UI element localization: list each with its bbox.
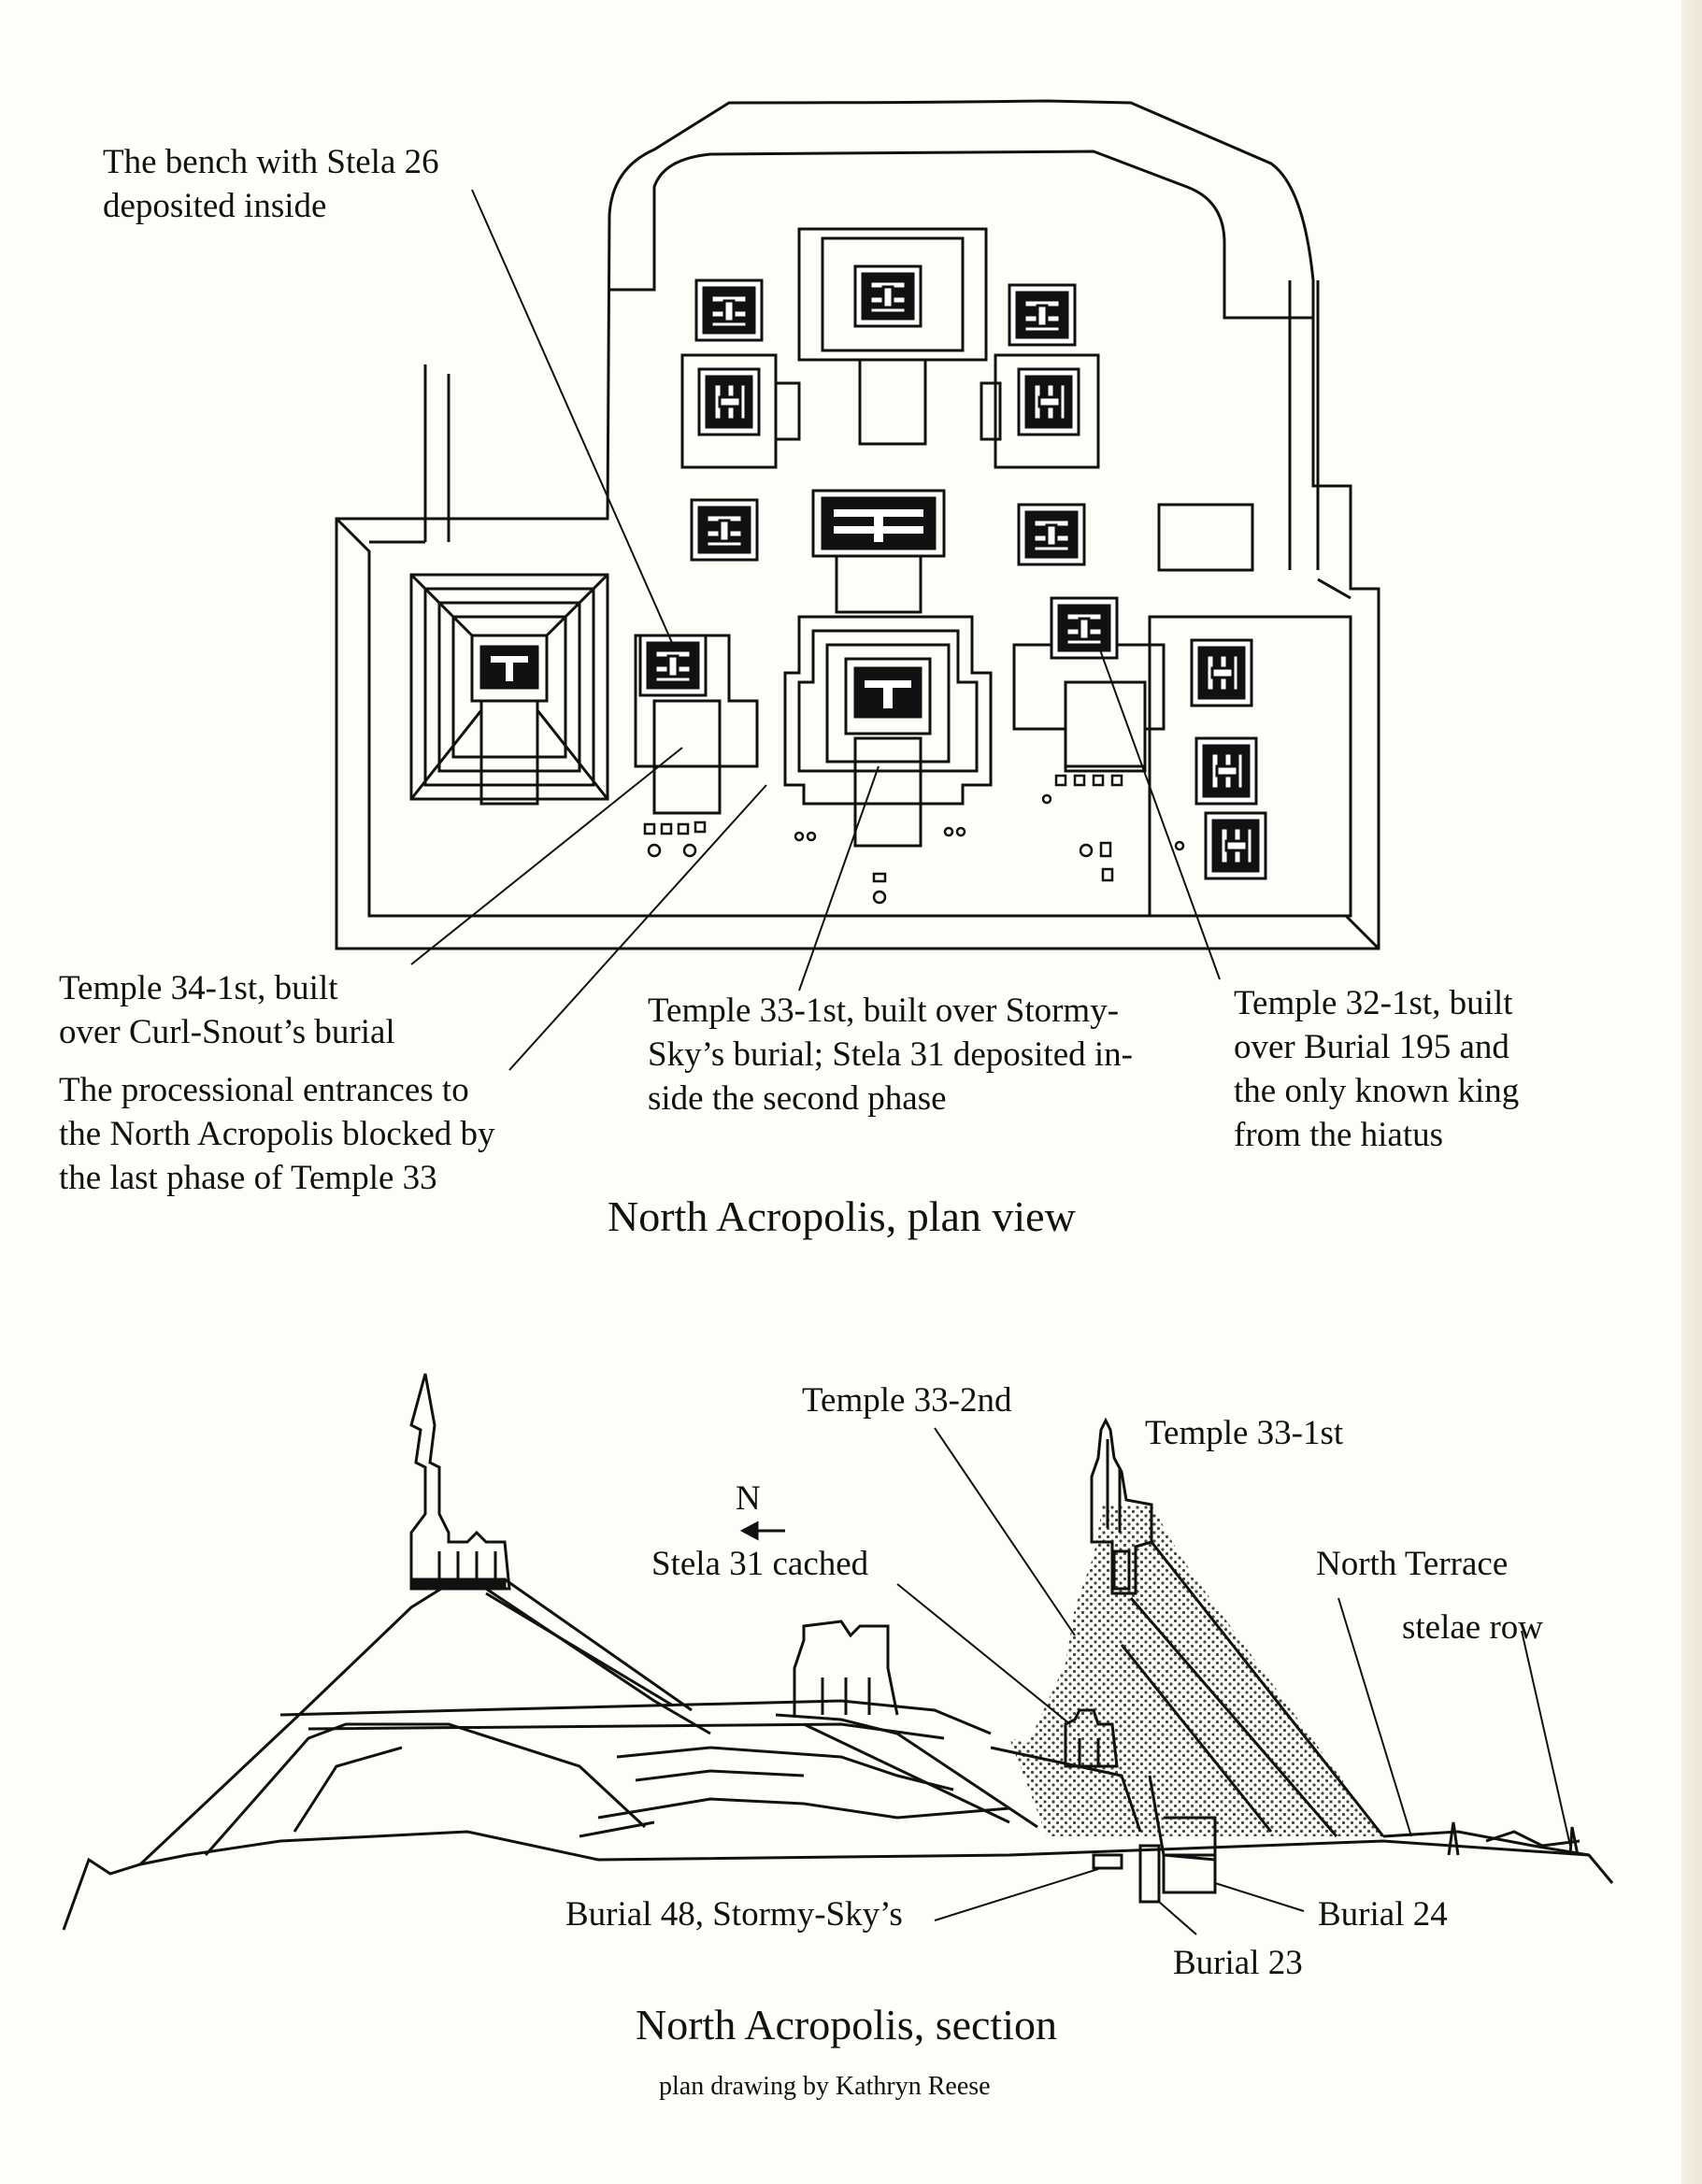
plan-east-enclosure [1148, 615, 1352, 918]
plan-back-terrace [609, 150, 1313, 320]
label-line: deposited inside [103, 187, 327, 225]
label-line: side the second phase [648, 1079, 947, 1118]
label-temple-32: Temple 32-1st, built over Burial 195 and… [1234, 981, 1519, 1157]
temple-33-fill-stipple [1009, 1505, 1383, 1836]
section-inner-steps [616, 1746, 954, 1791]
label-line: Temple 34-1st, built [59, 969, 338, 1007]
plan-platform-outline [335, 99, 1380, 950]
temple-34-pyramid [409, 573, 609, 806]
plan-center-mid-temple [811, 489, 946, 558]
plan-view-drawing [335, 99, 1380, 950]
plan-leader-lines [410, 189, 1221, 1071]
label-temple-33-2nd: Temple 33-2nd [802, 1381, 1012, 1420]
plan-view-caption: North Acropolis, plan view [608, 1192, 1076, 1240]
label-line: Sky’s burial; Stela 31 deposited in- [648, 1035, 1133, 1074]
section-platform-lower [308, 1722, 945, 1740]
plan-room-east-1 [1190, 638, 1253, 707]
plan-room-east-2 [1194, 736, 1258, 806]
temple-32-platform [1012, 596, 1166, 773]
plan-east-annex [1157, 503, 1254, 572]
label-line: over Curl-Snout’s burial [59, 1013, 395, 1051]
label-line: The bench with Stela 26 [103, 143, 439, 181]
label-bench-stela-26: The bench with Stela 26 deposited inside [103, 140, 439, 228]
plan-room-nw [694, 278, 764, 342]
plan-west-temple [680, 353, 801, 469]
label-north-terrace: North Terrace [1316, 1545, 1509, 1583]
label-line: the last phase of Temple 33 [59, 1159, 437, 1197]
plan-east-temple [980, 353, 1100, 469]
plan-room-mid-e [1017, 503, 1086, 566]
label-burial-23: Burial 23 [1173, 1944, 1303, 1982]
plan-left-wing [369, 364, 451, 544]
section-ground-line [62, 1830, 1614, 1931]
section-temple-33-1st-building [1090, 1417, 1153, 1595]
plan-main-north-temple [797, 227, 988, 446]
label-line: over Burial 195 and [1234, 1028, 1509, 1066]
label-stela-31-cached: Stela 31 cached [651, 1545, 869, 1583]
page-edge-shadow [1681, 0, 1702, 2184]
section-burial-48-chamber [1092, 1853, 1123, 1870]
label-line: from the hiatus [1234, 1116, 1444, 1154]
plan-stelae-markers [643, 774, 1185, 905]
section-platform-upper [279, 1699, 992, 1735]
label-burial-24: Burial 24 [1318, 1895, 1448, 1934]
temple-34-front-platform [634, 634, 759, 815]
section-temple-34-inner [204, 1722, 647, 1856]
section-burial-24-chamber [1162, 1853, 1217, 1894]
section-platform-base [579, 1797, 1010, 1838]
section-north-terrace [1382, 1821, 1590, 1857]
plan-room-ne [1008, 283, 1077, 347]
plan-east-wall [1288, 280, 1352, 600]
label-line: the only known king [1234, 1072, 1520, 1110]
label-temple-34: Temple 34-1st, built over Curl-Snout’s b… [59, 966, 395, 1054]
label-line: the North Acropolis blocked by [59, 1115, 495, 1153]
plan-room-mid-w [690, 498, 759, 562]
section-temple-34-inner2 [293, 1746, 403, 1833]
label-temple-33-1st: Temple 33-1st [1145, 1414, 1344, 1452]
north-arrow [739, 1520, 785, 1541]
plan-west-wall [335, 517, 1380, 950]
section-burial-23-chamber [1138, 1844, 1161, 1904]
temple-33-pyramid [783, 554, 993, 848]
section-temple-34-building [409, 1373, 511, 1591]
north-arrow-label: N [736, 1479, 761, 1518]
section-temple-33-slope [1120, 1541, 1385, 1837]
plan-room-east-3 [1204, 811, 1267, 880]
label-temple-33: Temple 33-1st, built over Stormy- Sky’s … [648, 989, 1133, 1121]
drawing-credit: plan drawing by Kathryn Reese [659, 2072, 991, 2101]
label-line: Temple 33-1st, built over Stormy- [648, 992, 1120, 1030]
label-line: Temple 32-1st, built [1234, 984, 1513, 1022]
section-temple-34-stairs [485, 1577, 693, 1712]
label-stelae-row: stelae row [1402, 1608, 1544, 1647]
section-view-caption: North Acropolis, section [636, 2001, 1057, 2048]
section-right-rubble [1485, 1830, 1580, 1848]
label-processional-entrances: The processional entrances to the North … [59, 1068, 495, 1200]
section-leader-lines [896, 1427, 1571, 1935]
label-line: The processional entrances to [59, 1071, 469, 1109]
section-temple-33-2nd-building [775, 1620, 1038, 1829]
label-burial-48: Burial 48, Stormy-Sky’s [565, 1895, 903, 1934]
section-view-drawing [62, 1373, 1614, 1931]
